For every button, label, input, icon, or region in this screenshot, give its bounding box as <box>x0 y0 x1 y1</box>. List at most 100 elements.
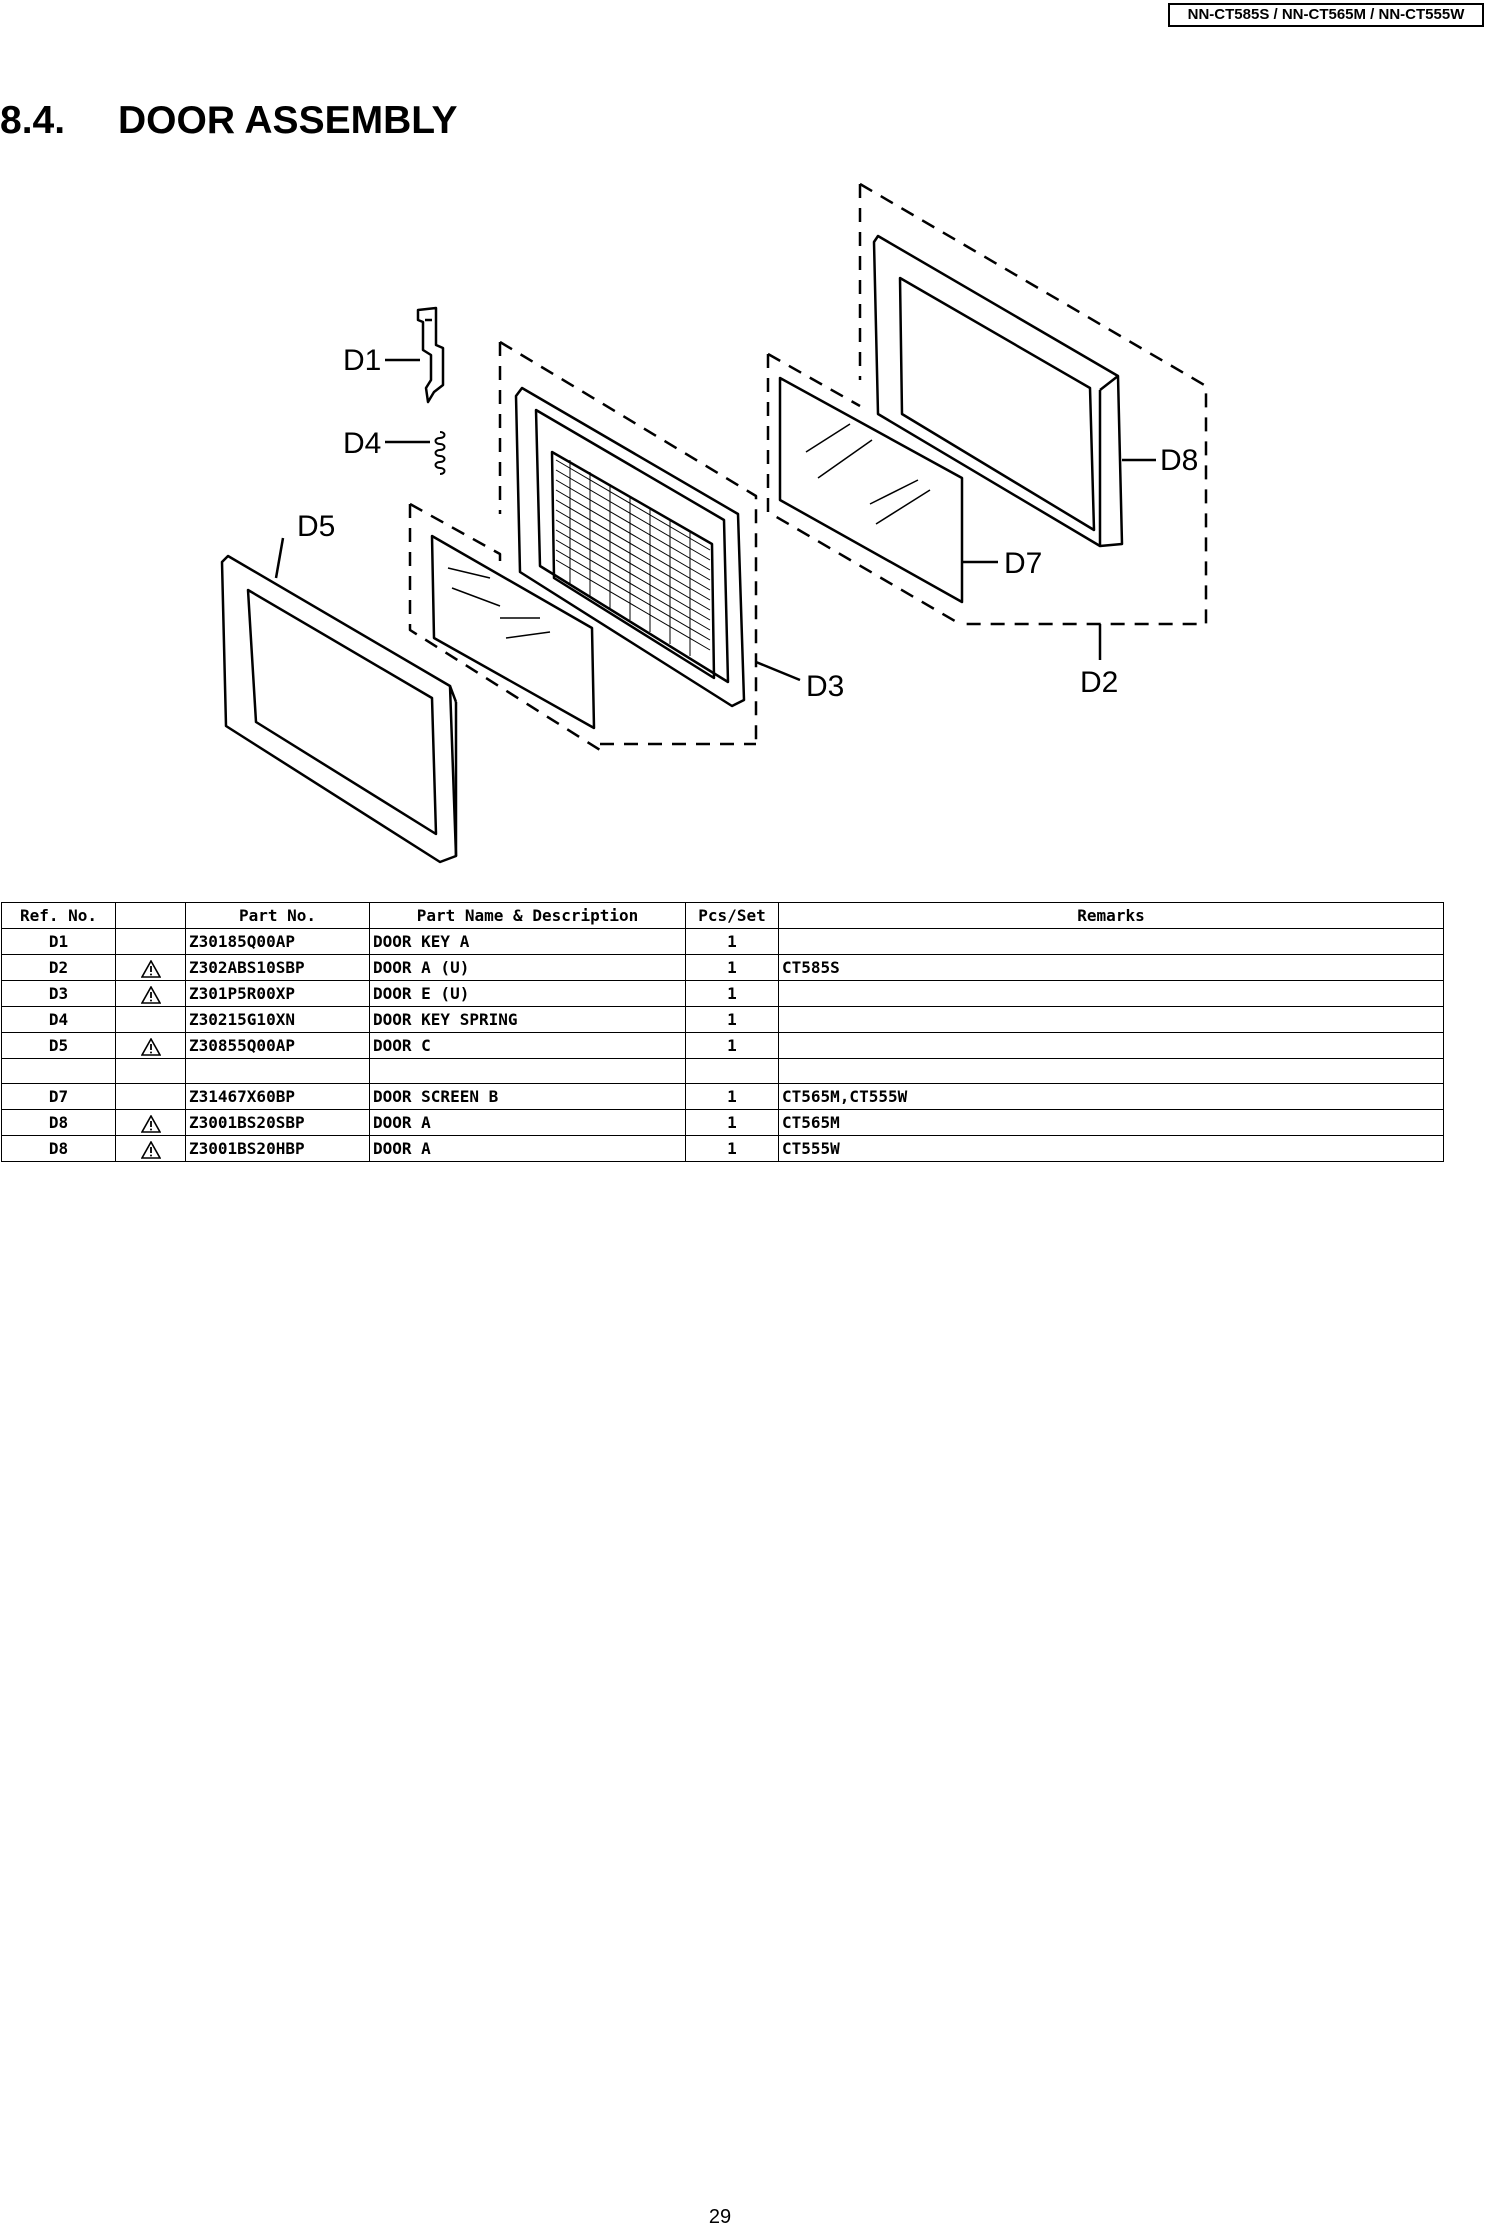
door-a-part <box>872 234 1124 548</box>
door-key-a-part <box>416 306 445 404</box>
cell-safety-mark <box>115 1032 186 1059</box>
header-remarks: Remarks <box>778 902 1444 929</box>
cell-pcs-set: 1 <box>685 1006 779 1033</box>
cell-pcs-set: 1 <box>685 928 779 955</box>
cell-remarks <box>778 1032 1444 1059</box>
cell-ref-no: D3 <box>1 980 116 1007</box>
label-d3: D3 <box>806 670 844 703</box>
cell-pcs-set <box>685 1058 779 1084</box>
cell-part-no: Z30855Q00AP <box>185 1032 370 1059</box>
page-number: 29 <box>708 2206 732 2228</box>
cell-remarks: CT555W <box>778 1135 1444 1162</box>
cell-ref-no <box>1 1058 116 1084</box>
model-numbers-box: NN-CT585S / NN-CT565M / NN-CT555W <box>1168 3 1484 27</box>
cell-part-no: Z3001BS20SBP <box>185 1109 370 1136</box>
cell-ref-no: D5 <box>1 1032 116 1059</box>
parts-list-table: Ref. No. Part No. Part Name & Descriptio… <box>1 902 1444 1162</box>
cell-part-no: Z30215G10XN <box>185 1006 370 1033</box>
cell-ref-no: D7 <box>1 1083 116 1110</box>
label-d1: D1 <box>343 344 381 377</box>
cell-ref-no: D4 <box>1 1006 116 1033</box>
header-ref-no: Ref. No. <box>1 902 116 929</box>
cell-remarks <box>778 928 1444 955</box>
section-title: DOOR ASSEMBLY <box>118 99 458 142</box>
cell-part-no: Z30185Q00AP <box>185 928 370 955</box>
door-screen-b-part <box>778 376 964 604</box>
cell-part-no: Z302ABS10SBP <box>185 954 370 981</box>
cell-part-name: DOOR C <box>369 1032 686 1059</box>
d3-dashed-outline <box>498 340 758 746</box>
cell-pcs-set: 1 <box>685 1109 779 1136</box>
label-d8: D8 <box>1160 444 1198 477</box>
header-pcs-set: Pcs/Set <box>685 902 779 929</box>
cell-remarks <box>778 1058 1444 1084</box>
safety-warning-icon <box>140 1037 161 1056</box>
cell-part-name: DOOR A (U) <box>369 954 686 981</box>
cell-pcs-set: 1 <box>685 1135 779 1162</box>
label-d7: D7 <box>1004 547 1042 580</box>
header-part-no: Part No. <box>185 902 370 929</box>
cell-safety-mark <box>115 954 186 981</box>
cell-pcs-set: 1 <box>685 1032 779 1059</box>
d3-dashed-outline-left <box>408 502 601 752</box>
cell-safety-mark <box>115 1135 186 1162</box>
cell-part-no: Z3001BS20HBP <box>185 1135 370 1162</box>
cell-remarks: CT565M <box>778 1109 1444 1136</box>
cell-safety-mark <box>115 928 186 955</box>
cell-part-name: DOOR A <box>369 1109 686 1136</box>
cell-safety-mark <box>115 1109 186 1136</box>
door-e-part <box>514 386 746 708</box>
cell-pcs-set: 1 <box>685 954 779 981</box>
cell-ref-no: D2 <box>1 954 116 981</box>
cell-pcs-set: 1 <box>685 1083 779 1110</box>
cell-remarks <box>778 980 1444 1007</box>
cell-part-name: DOOR A <box>369 1135 686 1162</box>
cell-remarks <box>778 1006 1444 1033</box>
safety-warning-icon <box>140 959 161 978</box>
door-e-mesh <box>555 459 711 656</box>
label-d5: D5 <box>297 510 335 543</box>
cell-part-name: DOOR SCREEN B <box>369 1083 686 1110</box>
section-number: 8.4. <box>0 99 66 142</box>
cell-ref-no: D1 <box>1 928 116 955</box>
table-header-row: Ref. No. Part No. Part Name & Descriptio… <box>1 902 1444 929</box>
door-screen-glass-part <box>430 534 596 730</box>
cell-ref-no: D8 <box>1 1135 116 1162</box>
d2-dashed-outline <box>766 182 1208 626</box>
cell-part-no: Z301P5R00XP <box>185 980 370 1007</box>
table-row <box>1 1058 1444 1084</box>
cell-ref-no: D8 <box>1 1109 116 1136</box>
cell-safety-mark <box>115 980 186 1007</box>
safety-warning-icon <box>140 985 161 1004</box>
door-assembly-diagram: D1 D4 D5 D3 D7 D8 D2 <box>220 182 1208 864</box>
safety-warning-icon <box>140 1140 161 1159</box>
cell-remarks: CT585S <box>778 954 1444 981</box>
header-part-name: Part Name & Description <box>369 902 686 929</box>
cell-safety-mark <box>115 1083 186 1110</box>
door-c-frame-part <box>220 554 458 864</box>
cell-safety-mark <box>115 1058 186 1084</box>
cell-part-name: DOOR E (U) <box>369 980 686 1007</box>
cell-part-name: DOOR KEY SPRING <box>369 1006 686 1033</box>
cell-remarks: CT565M,CT555W <box>778 1083 1444 1110</box>
header-safety-mark <box>115 902 186 929</box>
label-d2: D2 <box>1080 666 1118 699</box>
cell-part-no <box>185 1058 370 1084</box>
cell-part-no: Z31467X60BP <box>185 1083 370 1110</box>
cell-safety-mark <box>115 1006 186 1033</box>
safety-warning-icon <box>140 1114 161 1133</box>
cell-pcs-set: 1 <box>685 980 779 1007</box>
label-d4: D4 <box>343 427 381 460</box>
cell-part-name <box>369 1058 686 1084</box>
d3-leader-line <box>755 660 801 682</box>
cell-part-name: DOOR KEY A <box>369 928 686 955</box>
d5-leader-line <box>274 537 285 579</box>
